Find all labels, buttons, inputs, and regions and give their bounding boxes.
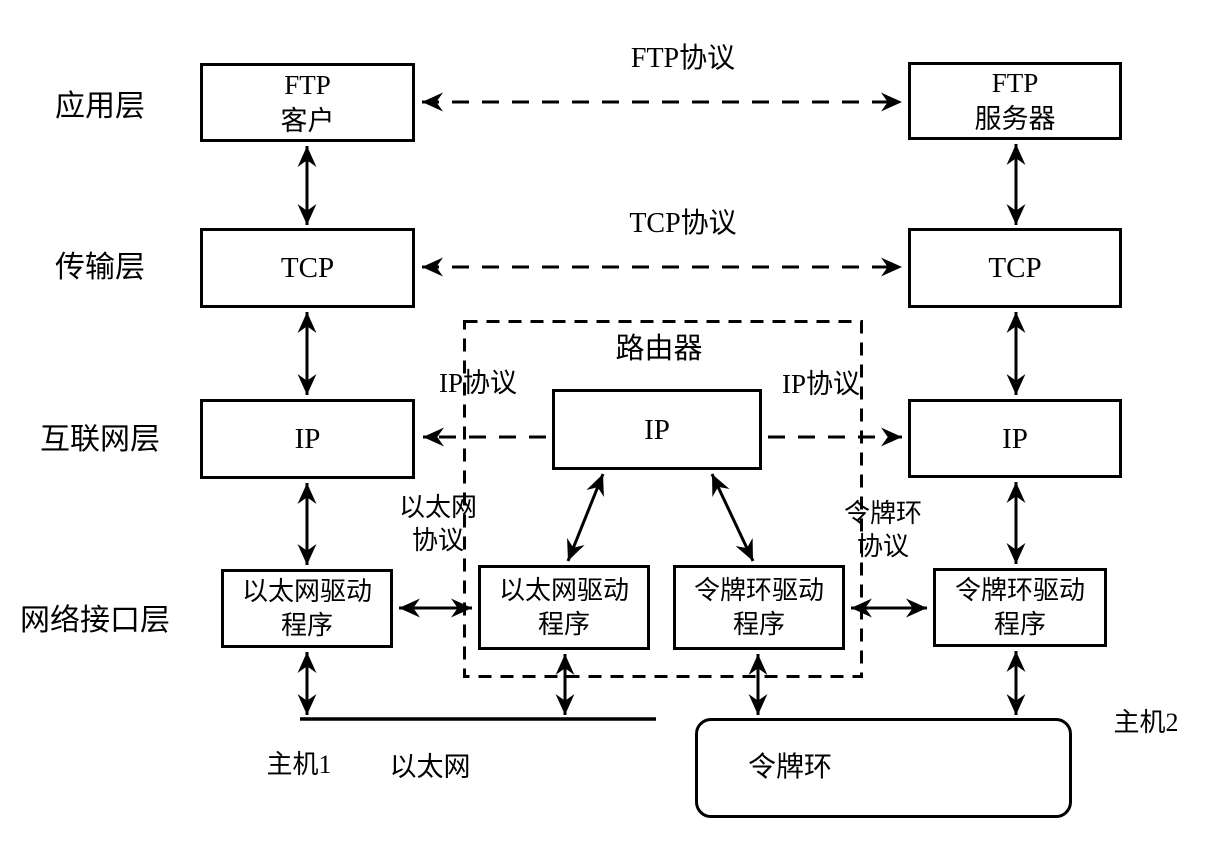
ethernet-network-label: 以太网 bbox=[389, 752, 471, 782]
ftp-protocol-label: FTP协议 bbox=[630, 43, 736, 74]
host2-ip-box: IP bbox=[908, 399, 1122, 478]
tokenring-network-box: 令牌环 bbox=[695, 718, 1072, 818]
router-dashed-boundary bbox=[463, 320, 863, 678]
tcp-protocol-label: TCP协议 bbox=[629, 208, 737, 239]
host1-ip-box: IP bbox=[200, 399, 415, 479]
host1-ftp-client-box: FTP 客户 bbox=[200, 63, 415, 142]
host2-tcp-box: TCP bbox=[908, 228, 1122, 308]
arrow-router-ip-ethernet-driver bbox=[566, 473, 605, 562]
host2-label: 主机2 bbox=[1113, 708, 1179, 737]
host2-tokenring-driver-box: 令牌环驱动 程序 bbox=[933, 568, 1107, 647]
tokenring-protocol-label: 令牌环 协议 bbox=[843, 499, 923, 561]
host2-ftp-server-box: FTP 服务器 bbox=[908, 62, 1122, 140]
layer-label-internet: 互联网层 bbox=[40, 423, 160, 456]
ip-protocol-label-right: IP协议 bbox=[781, 369, 861, 399]
layer-label-transport: 传输层 bbox=[55, 251, 145, 284]
router-tokenring-driver-box: 令牌环驱动 程序 bbox=[673, 565, 845, 650]
router-ip-box: IP bbox=[552, 389, 762, 470]
host1-tcp-box: TCP bbox=[200, 228, 415, 308]
router-title: 路由器 bbox=[615, 333, 703, 365]
host1-label: 主机1 bbox=[266, 750, 332, 779]
ip-protocol-label-left: IP协议 bbox=[438, 368, 518, 398]
arrow-router-ip-tokenring-driver bbox=[710, 473, 755, 562]
layer-label-application: 应用层 bbox=[55, 90, 145, 123]
ethernet-protocol-label: 以太网 协议 bbox=[398, 493, 478, 555]
layer-label-network-interface: 网络接口层 bbox=[20, 604, 170, 637]
host1-ethernet-driver-box: 以太网驱动 程序 bbox=[221, 569, 393, 648]
router-ethernet-driver-box: 以太网驱动 程序 bbox=[478, 565, 650, 650]
